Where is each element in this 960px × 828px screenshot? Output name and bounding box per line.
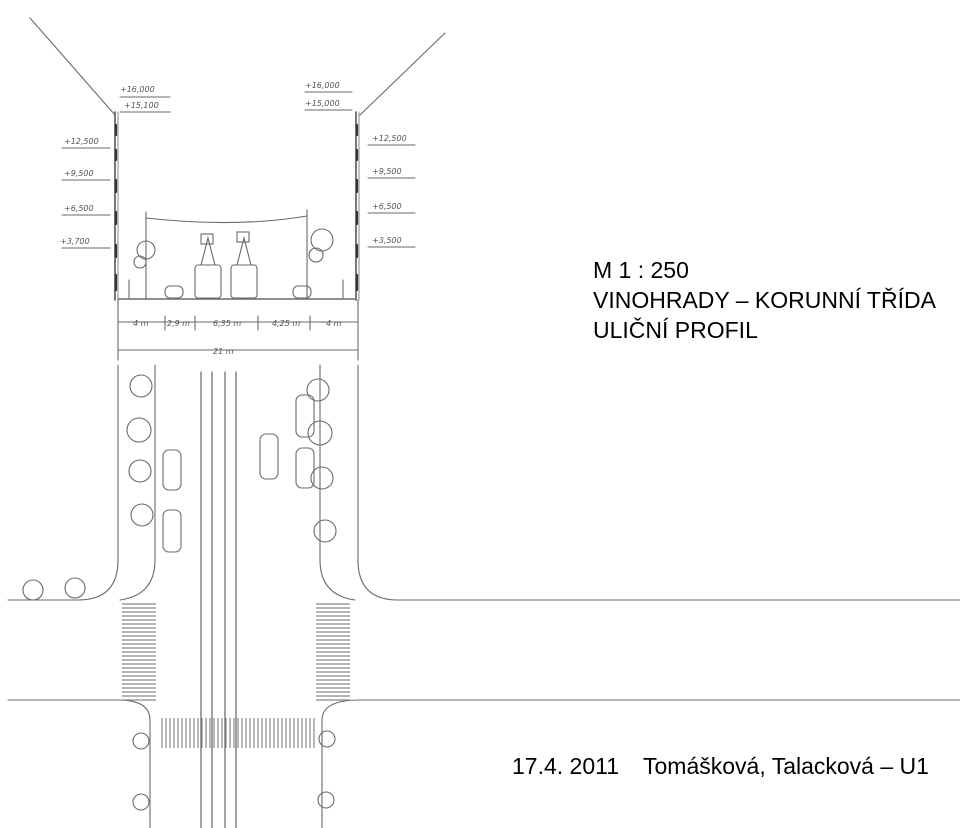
dimension-3: 4,25 m: [272, 319, 300, 328]
level-left-0: +16,000: [120, 85, 155, 94]
level-left-5: +3,700: [60, 237, 90, 246]
location-title: VINOHRADY – KORUNNÍ TŘÍDA: [593, 287, 936, 313]
level-left-1: +15,100: [124, 101, 159, 110]
dimension-0: 4 m: [133, 319, 149, 328]
date-label: 17.4. 2011: [512, 753, 620, 779]
total-width: 21 m: [213, 347, 234, 356]
crosswalks: [122, 603, 350, 748]
section-labels: +16,000 +15,100 +12,500 +9,500 +6,500 +3…: [60, 81, 407, 356]
dimension-1: 2,9 m: [167, 319, 190, 328]
level-right-4: +6,500: [372, 202, 402, 211]
level-right-5: +3,500: [372, 236, 402, 245]
level-left-2: +12,500: [64, 137, 99, 146]
level-right-2: +12,500: [372, 134, 407, 143]
footer: 17.4. 2011 Tomášková, Talacková – U1: [512, 753, 947, 780]
level-left-4: +6,500: [64, 204, 94, 213]
scale-label: M 1 : 250: [593, 257, 689, 283]
subject-title: ULIČNÍ PROFIL: [593, 317, 758, 343]
authors-label: Tomášková, Talacková – U1: [643, 753, 929, 779]
street-plan: [7, 364, 960, 828]
dimension-2: 6,35 m: [213, 319, 241, 328]
title-block: M 1 : 250 VINOHRADY – KORUNNÍ TŘÍDA ULIČ…: [593, 255, 936, 345]
street-section: [29, 17, 446, 361]
level-right-0: +16,000: [305, 81, 340, 90]
dimension-4: 4 m: [326, 319, 342, 328]
level-right-3: +9,500: [372, 167, 402, 176]
level-right-1: +15,000: [305, 99, 340, 108]
level-left-3: +9,500: [64, 169, 94, 178]
